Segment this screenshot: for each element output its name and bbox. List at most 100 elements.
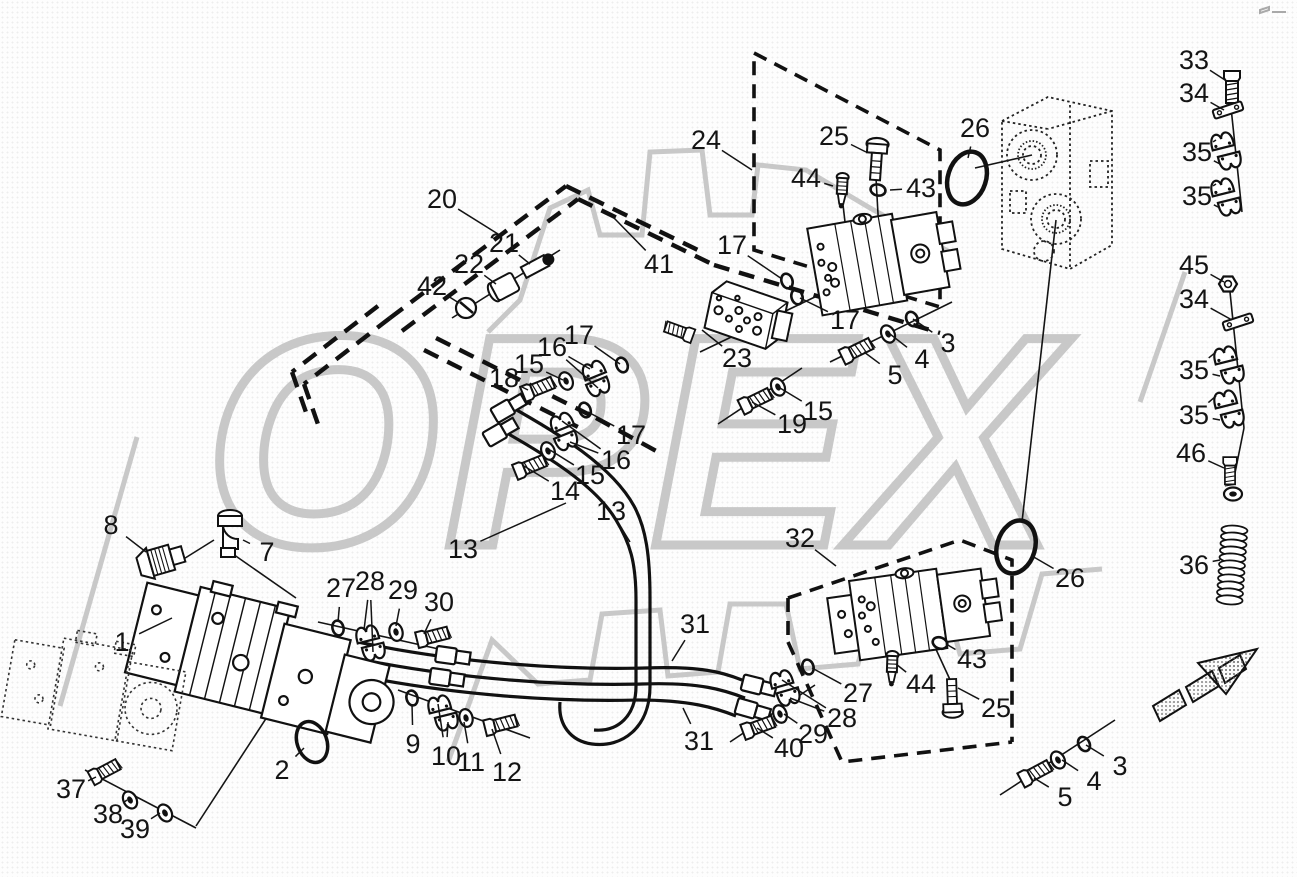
part-label-27-45: 27 <box>326 573 356 603</box>
pipe-sleeve-22 <box>486 272 521 303</box>
leader-line-2 <box>294 747 305 758</box>
hydraulic-pump-upper <box>806 210 962 317</box>
part-label-15-34: 15 <box>575 460 605 490</box>
watermark-edge-left <box>57 436 140 707</box>
leader-line-46 <box>1207 460 1225 469</box>
leader-line-36 <box>1212 559 1221 563</box>
leader-line-5 <box>1033 777 1050 788</box>
part-label-29-59: 29 <box>798 719 828 749</box>
leader-line-43 <box>889 188 903 191</box>
watermark-text: OPEX <box>205 273 1072 609</box>
leader-line-22 <box>483 274 497 285</box>
part-label-20-15: 20 <box>427 184 457 214</box>
leader-line-28 <box>370 599 374 653</box>
leader-line-17 <box>594 345 621 365</box>
part-label-42-18: 42 <box>417 271 447 301</box>
part-label-30-48: 30 <box>424 587 454 617</box>
part-label-17-32: 17 <box>616 420 646 450</box>
part-label-10-50: 10 <box>431 741 461 771</box>
part-label-15-26: 15 <box>803 396 833 426</box>
leader-line-9 <box>411 703 414 726</box>
leader-line-38 <box>122 799 128 804</box>
leader-line-42 <box>447 295 460 304</box>
leader-line-4 <box>889 333 908 348</box>
part-label-16-28: 16 <box>537 332 567 362</box>
leader-line-14 <box>523 465 550 482</box>
part-label-35-6: 35 <box>1179 355 1209 385</box>
leader-line-15 <box>779 387 803 402</box>
part-label-31-53: 31 <box>680 609 710 639</box>
part-label-7-39: 7 <box>259 537 274 567</box>
leader-line-43 <box>945 643 956 651</box>
part-label-25-11: 25 <box>819 121 849 151</box>
part-label-17-29: 17 <box>564 320 594 350</box>
corner-mark <box>1259 5 1286 15</box>
leader-line-17 <box>799 297 829 313</box>
leader-line-13 <box>620 526 631 543</box>
part-label-46-8: 46 <box>1176 438 1206 468</box>
leader-line-34 <box>1210 307 1233 321</box>
part-label-8-38: 8 <box>103 510 118 540</box>
leader-line-35 <box>1213 204 1221 209</box>
part-label-23-22: 23 <box>722 343 752 373</box>
part-label-12-52: 12 <box>492 757 522 787</box>
part-label-44-12: 44 <box>791 163 821 193</box>
leader-line-20 <box>457 208 499 235</box>
leader-line-37 <box>87 776 97 782</box>
part-label-27-57: 27 <box>843 678 873 708</box>
leader-line-35 <box>1212 417 1221 421</box>
part-label-37-42: 37 <box>56 774 86 804</box>
part-label-44-62: 44 <box>906 669 936 699</box>
part-label-2-41: 2 <box>274 755 289 785</box>
part-label-43-13: 43 <box>906 173 936 203</box>
leader-line-32 <box>814 549 837 567</box>
leader-line-28 <box>781 679 827 709</box>
watermark-edge-right <box>1137 271 1188 403</box>
leader-line-16 <box>565 359 599 389</box>
direction-arrow <box>1151 647 1260 723</box>
leader-line-10 <box>446 721 449 738</box>
leader-line-29 <box>783 713 798 724</box>
part-label-21-16: 21 <box>489 228 519 258</box>
leader-line-23 <box>701 329 723 347</box>
leader-line-28 <box>789 697 825 712</box>
leader-line-35 <box>1213 160 1221 165</box>
part-label-11-51: 11 <box>457 747 485 777</box>
leader-line-25 <box>957 687 980 700</box>
leader-line-34 <box>1210 101 1225 111</box>
part-label-26-14: 26 <box>960 113 990 143</box>
leader-line-26 <box>967 146 972 159</box>
leader-line-18 <box>520 385 529 391</box>
hose-31-a <box>357 640 743 682</box>
part-label-17-20: 17 <box>717 230 747 260</box>
dashed-pipe-lines <box>289 184 941 454</box>
leader-line-31 <box>682 707 692 725</box>
part-label-43-61: 43 <box>957 644 987 674</box>
leader-line-28 <box>363 599 369 631</box>
leader-line-25 <box>850 143 867 153</box>
leader-line-35 <box>1212 373 1221 377</box>
leader-line-33 <box>1209 69 1226 81</box>
part-label-32-55: 32 <box>785 523 815 553</box>
leader-line-27 <box>811 667 842 685</box>
part-label-28-58: 28 <box>827 703 857 733</box>
hydraulic-hoses <box>349 402 746 747</box>
part-label-17-21: 17 <box>830 305 860 335</box>
leader-line-15 <box>549 449 575 466</box>
hose-31-c <box>349 672 737 718</box>
part-label-39-44: 39 <box>120 814 150 844</box>
leader-line-5 <box>863 351 881 365</box>
leader-line-12 <box>491 728 502 755</box>
part-label-35-7: 35 <box>1179 400 1209 430</box>
part-label-5-25: 5 <box>887 360 902 390</box>
leader-line-17 <box>747 255 783 280</box>
leader-line-27 <box>337 606 341 623</box>
leader-line-16 <box>561 420 602 450</box>
hydraulic-pump-lower <box>826 567 1004 662</box>
leader-line-1 <box>138 617 173 635</box>
part-label-29-47: 29 <box>388 575 418 605</box>
part-label-9-49: 9 <box>405 729 420 759</box>
leader-line-21 <box>518 254 531 265</box>
leader-line-35 <box>1208 351 1217 359</box>
watermark-gear-bottom <box>445 566 1103 763</box>
